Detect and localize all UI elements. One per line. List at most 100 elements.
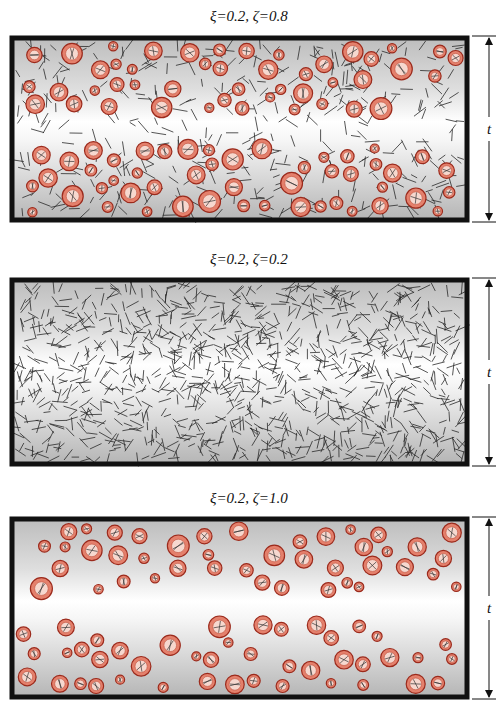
fibre bbox=[102, 399, 112, 403]
fibre bbox=[55, 306, 69, 307]
fibre bbox=[123, 375, 127, 382]
particle-fibre bbox=[173, 543, 183, 549]
fibre bbox=[103, 331, 111, 332]
fibre bbox=[152, 453, 166, 458]
fibre bbox=[263, 45, 271, 54]
fibre bbox=[247, 405, 251, 410]
particle bbox=[110, 78, 124, 92]
particle-fibre bbox=[167, 641, 173, 650]
fibre bbox=[424, 388, 431, 395]
fibre bbox=[343, 336, 357, 341]
fibre bbox=[101, 81, 107, 86]
fibre bbox=[173, 109, 187, 112]
fibre bbox=[303, 295, 309, 305]
fibre bbox=[139, 352, 145, 355]
fibre bbox=[197, 423, 203, 430]
fibre bbox=[70, 378, 81, 382]
fibre bbox=[61, 173, 76, 174]
fibre bbox=[276, 448, 287, 454]
fibre bbox=[362, 202, 363, 209]
fibre bbox=[52, 401, 67, 402]
fibre bbox=[72, 457, 79, 458]
fibre bbox=[100, 371, 107, 382]
particle-fibre bbox=[55, 90, 64, 95]
fibre bbox=[317, 360, 321, 374]
fibre bbox=[37, 454, 48, 458]
fibre bbox=[38, 322, 40, 332]
dimension-arrow bbox=[489, 280, 490, 360]
particle-fibre bbox=[240, 105, 244, 112]
fibre bbox=[58, 390, 61, 402]
particle-group bbox=[24, 42, 464, 217]
fibre bbox=[53, 67, 62, 78]
particle-fibre bbox=[174, 542, 183, 550]
particle-core bbox=[302, 70, 310, 78]
fibre bbox=[388, 284, 400, 292]
particle bbox=[167, 535, 189, 557]
fibre bbox=[349, 362, 352, 367]
fibre bbox=[349, 331, 356, 333]
fibre bbox=[14, 363, 19, 372]
particle-fibre bbox=[401, 565, 409, 570]
particle-core bbox=[250, 677, 258, 685]
particle-core bbox=[64, 156, 76, 168]
fibre bbox=[397, 349, 401, 356]
fibre bbox=[386, 402, 395, 404]
fibre bbox=[44, 411, 50, 413]
fibre bbox=[431, 283, 435, 291]
particle-core bbox=[295, 201, 307, 213]
fibre bbox=[62, 143, 73, 144]
fibre bbox=[317, 47, 323, 48]
fibre bbox=[450, 93, 459, 99]
fibre bbox=[123, 142, 125, 156]
fibre bbox=[88, 398, 93, 402]
particle-core bbox=[400, 562, 411, 573]
particle-fibre bbox=[229, 187, 238, 188]
fibre bbox=[367, 340, 371, 350]
fibre bbox=[444, 427, 446, 434]
particle bbox=[247, 674, 260, 687]
particle-fibre bbox=[278, 52, 280, 57]
fibre bbox=[450, 401, 460, 405]
fibre bbox=[136, 397, 141, 406]
fibre bbox=[142, 413, 144, 423]
particle bbox=[235, 102, 249, 116]
fibre bbox=[262, 397, 264, 407]
particle-fibre bbox=[399, 64, 405, 74]
fibre bbox=[282, 414, 287, 421]
fibre bbox=[142, 171, 155, 178]
fibre bbox=[128, 337, 137, 347]
particle bbox=[218, 93, 231, 106]
fibre bbox=[123, 302, 125, 311]
particle-core bbox=[319, 101, 326, 108]
fibre bbox=[426, 190, 432, 192]
particle-core bbox=[317, 203, 324, 210]
fibre bbox=[222, 83, 224, 91]
particle-core bbox=[235, 85, 243, 93]
particle-fibre bbox=[261, 144, 264, 155]
fibre bbox=[291, 286, 300, 293]
fibre bbox=[275, 427, 283, 429]
fibre bbox=[72, 418, 73, 430]
fibre bbox=[287, 375, 295, 382]
fibre bbox=[235, 286, 242, 294]
fibre bbox=[387, 369, 389, 376]
fibre bbox=[27, 345, 33, 353]
particle bbox=[232, 83, 245, 96]
fibre bbox=[405, 292, 411, 302]
fibre bbox=[182, 120, 187, 130]
particle-core bbox=[120, 578, 128, 586]
particle bbox=[66, 96, 82, 112]
particle-core bbox=[256, 143, 268, 155]
particle bbox=[27, 180, 39, 192]
particle-fibre bbox=[397, 65, 405, 74]
fibre bbox=[384, 389, 387, 397]
particle-fibre bbox=[302, 88, 304, 98]
fibre bbox=[60, 299, 72, 301]
particle-fibre bbox=[320, 103, 325, 106]
fibre bbox=[51, 424, 64, 429]
fibre bbox=[401, 350, 404, 357]
fibre bbox=[399, 292, 401, 303]
particle bbox=[439, 163, 455, 179]
